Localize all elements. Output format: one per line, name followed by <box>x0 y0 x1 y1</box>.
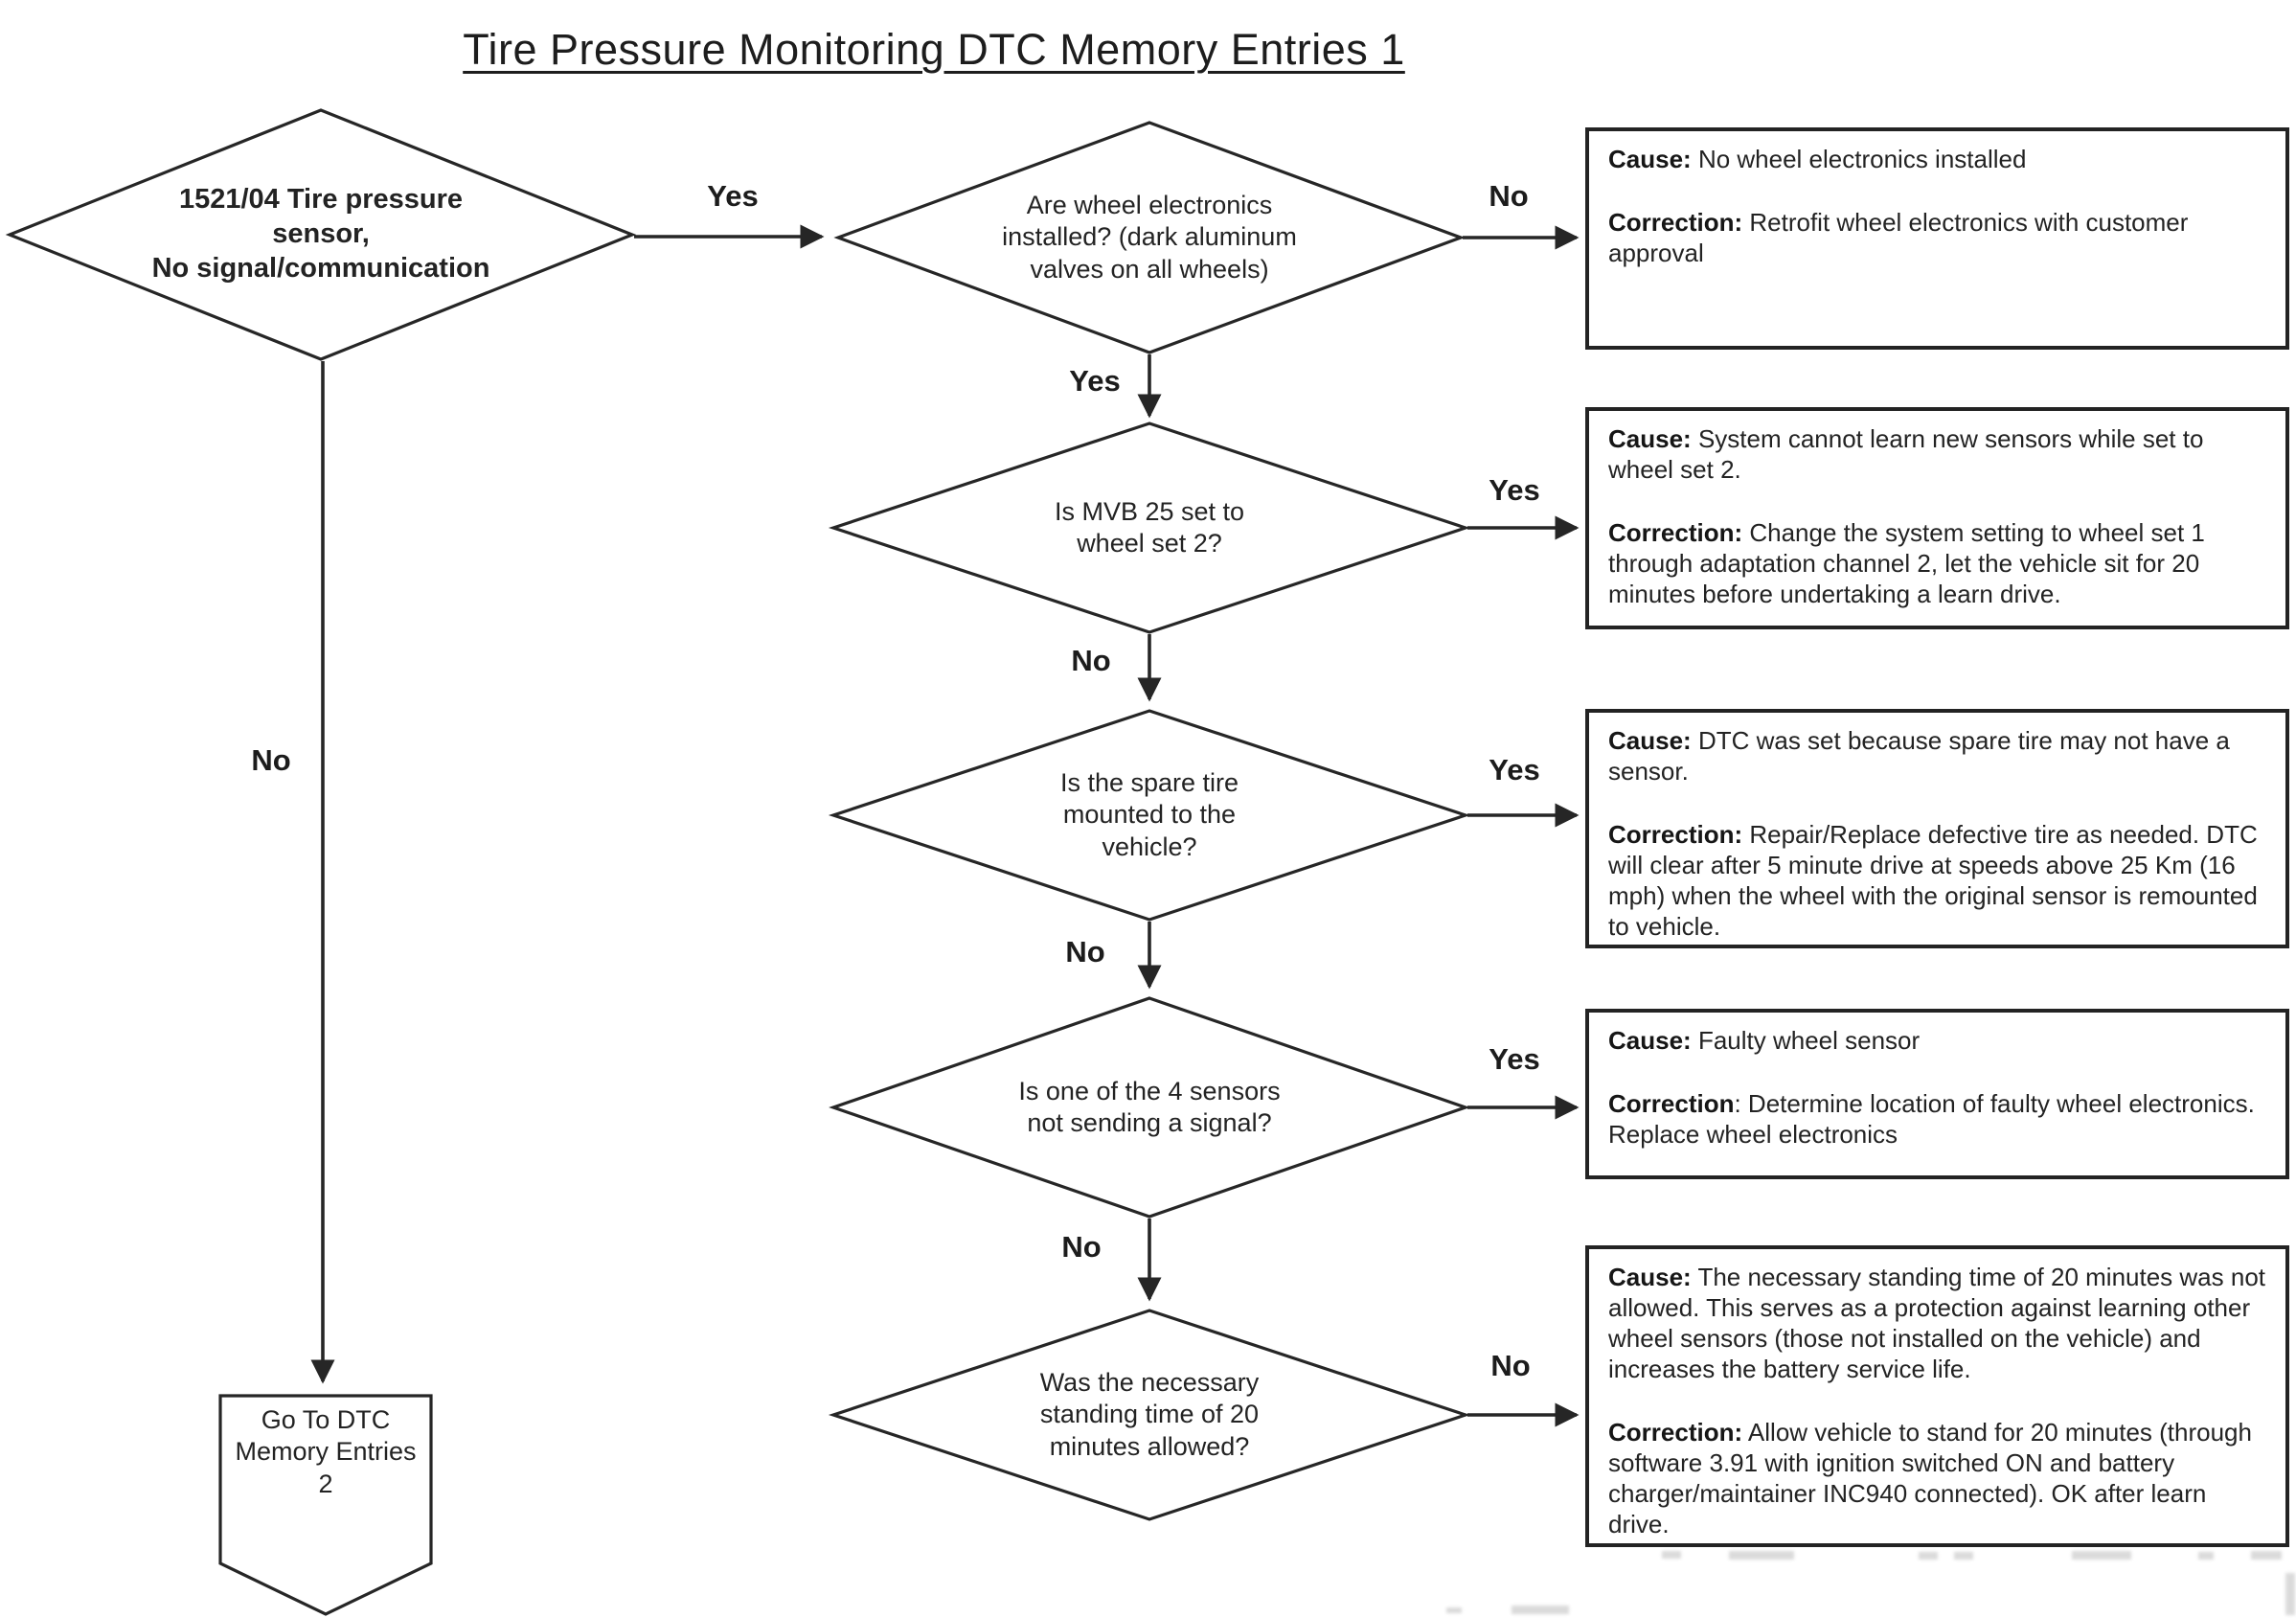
scan-artifact <box>2198 1552 2214 1560</box>
cause-text: No wheel electronics installed <box>1697 145 2027 173</box>
scan-artifact <box>1729 1551 1794 1560</box>
terminal-node-label: Go To DTC Memory Entries 2 <box>235 1405 417 1498</box>
decision2-label: Is MVB 25 set to wheel set 2? <box>1054 496 1245 558</box>
cause-correction-box-3: Cause: DTC was set because spare tire ma… <box>1585 709 2289 948</box>
terminal-node-shape <box>218 1394 433 1616</box>
edge-label-start-yes: Yes <box>707 179 759 213</box>
page-title: Tire Pressure Monitoring DTC Memory Entr… <box>463 25 1405 74</box>
cause-correction-box-4: Cause: Faulty wheel sensor Correction: D… <box>1585 1009 2289 1179</box>
correction-label: Correction <box>1608 1088 1735 1118</box>
correction-paragraph: Correction: Allow vehicle to stand for 2… <box>1608 1418 2266 1540</box>
correction-paragraph: Correction: Change the system setting to… <box>1608 518 2266 610</box>
edge-label-start-no: No <box>251 743 291 777</box>
correction-paragraph: Correction: Retrofit wheel electronics w… <box>1608 208 2266 269</box>
edge-label-d4-yes: Yes <box>1489 1042 1540 1076</box>
cause-paragraph: Cause: System cannot learn new sensors w… <box>1608 424 2266 486</box>
scan-artifact <box>2285 1573 2295 1615</box>
correction-label: Correction: <box>1608 517 1743 547</box>
cause-label: Cause: <box>1608 1026 1692 1055</box>
decision5-label: Was the necessary standing time of 20 mi… <box>1039 1367 1260 1461</box>
scan-artifact <box>1954 1552 1973 1560</box>
decision4-label: Is one of the 4 sensors not sending a si… <box>1018 1076 1281 1137</box>
scan-artifact <box>1919 1552 1938 1560</box>
edge-label-d1-yes: Yes <box>1069 364 1121 398</box>
decision1-label: Are wheel electronics installed? (dark a… <box>1002 190 1297 284</box>
edge-label-d3-yes: Yes <box>1489 753 1540 786</box>
cause-text: Faulty wheel sensor <box>1697 1026 1921 1055</box>
correction-text: Repair/Replace defective tire as needed.… <box>1608 819 2258 941</box>
cause-text: DTC was set because spare tire may not h… <box>1608 726 2230 786</box>
cause-label: Cause: <box>1608 424 1692 453</box>
correction-text: Retrofit wheel electronics with customer… <box>1608 207 2189 267</box>
decision3-shape <box>828 709 1471 922</box>
scan-artifact <box>1512 1606 1569 1614</box>
decision1-shape <box>833 121 1466 354</box>
correction-paragraph: Correction: Repair/Replace defective tir… <box>1608 820 2266 943</box>
cause-label: Cause: <box>1608 726 1692 755</box>
edge-label-d4-no: No <box>1061 1230 1102 1264</box>
decision5-shape <box>828 1309 1471 1521</box>
cause-text: System cannot learn new sensors while se… <box>1608 424 2204 484</box>
edge-label-d1-no: No <box>1489 179 1529 213</box>
cause-label: Cause: <box>1608 1263 1692 1291</box>
correction-label: Correction: <box>1608 819 1743 849</box>
cause-text: The necessary standing time of 20 minute… <box>1608 1263 2265 1383</box>
correction-text: : Determine location of faulty wheel ele… <box>1608 1088 2255 1149</box>
cause-paragraph: Cause: DTC was set because spare tire ma… <box>1608 726 2266 787</box>
cause-correction-box-1: Cause: No wheel electronics installed Co… <box>1585 127 2289 350</box>
edge-label-d5-no: No <box>1490 1349 1531 1382</box>
cause-paragraph: Cause: No wheel electronics installed <box>1608 145 2266 175</box>
cause-paragraph: Cause: The necessary standing time of 20… <box>1608 1263 2266 1385</box>
correction-label: Correction: <box>1608 1417 1743 1447</box>
correction-paragraph: Correction: Determine location of faulty… <box>1608 1089 2266 1151</box>
edge-label-d2-no: No <box>1071 644 1111 677</box>
cause-correction-box-2: Cause: System cannot learn new sensors w… <box>1585 407 2289 629</box>
edge-label-d2-yes: Yes <box>1489 473 1540 507</box>
start-node-label: 1521/04 Tire pressure sensor, No signal/… <box>151 184 490 284</box>
decision2-shape <box>828 422 1471 634</box>
edge-label-d3-no: No <box>1065 935 1105 969</box>
cause-correction-box-5: Cause: The necessary standing time of 20… <box>1585 1245 2289 1547</box>
cause-label: Cause: <box>1608 145 1692 173</box>
cause-paragraph: Cause: Faulty wheel sensor <box>1608 1026 2266 1057</box>
correction-text: Allow vehicle to stand for 20 minutes (t… <box>1608 1417 2252 1538</box>
scan-artifact <box>2251 1551 2282 1560</box>
scan-artifact <box>2072 1551 2131 1560</box>
start-node-shape <box>5 108 637 361</box>
correction-text: Change the system setting to wheel set 1… <box>1608 517 2205 608</box>
decision3-label: Is the spare tire mounted to the vehicle… <box>1059 767 1239 861</box>
scan-artifact <box>1662 1551 1681 1559</box>
scan-artifact <box>1446 1607 1462 1613</box>
decision4-shape <box>829 996 1470 1219</box>
correction-label: Correction: <box>1608 207 1743 237</box>
